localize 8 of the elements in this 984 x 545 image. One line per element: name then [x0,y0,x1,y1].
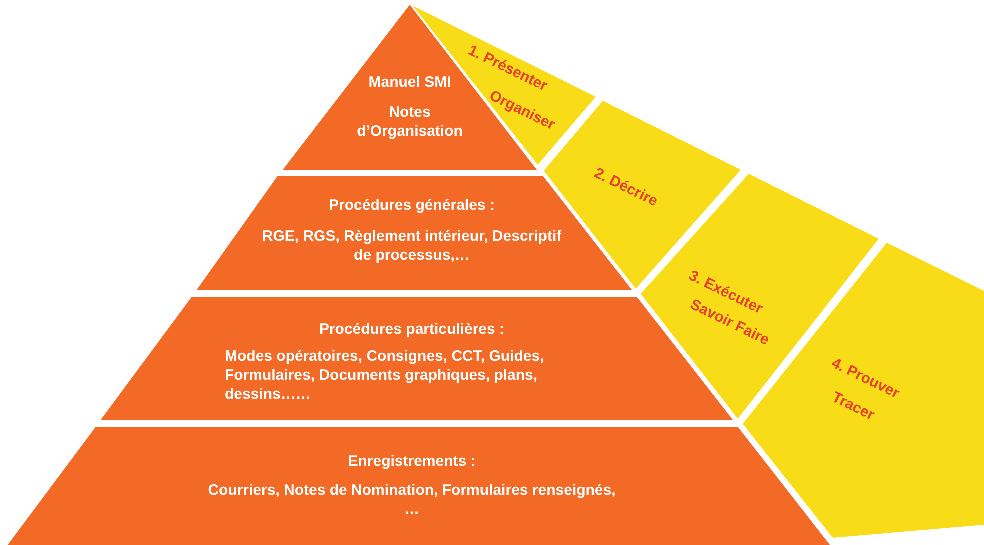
layer-text: RGE, RGS, Règlement intérieur, Descriptif de processus,… [261,227,563,265]
layer-heading: Procédures particulières : [318,320,506,338]
layer-text: Courriers, Notes de Nomination, Formulaires renseignés, … [207,481,617,519]
layer-heading: Procédures générales : [328,196,496,214]
layer-text: Modes opératoires, Consignes, CCT, Guides, Formulaires, Documents graphiques, plans, dessins…… [225,346,546,404]
layer-text: Notes d’Organisation [356,103,464,141]
layer-heading: Manuel SMI [368,72,452,92]
layer-heading: Enregistrements : [347,452,477,470]
